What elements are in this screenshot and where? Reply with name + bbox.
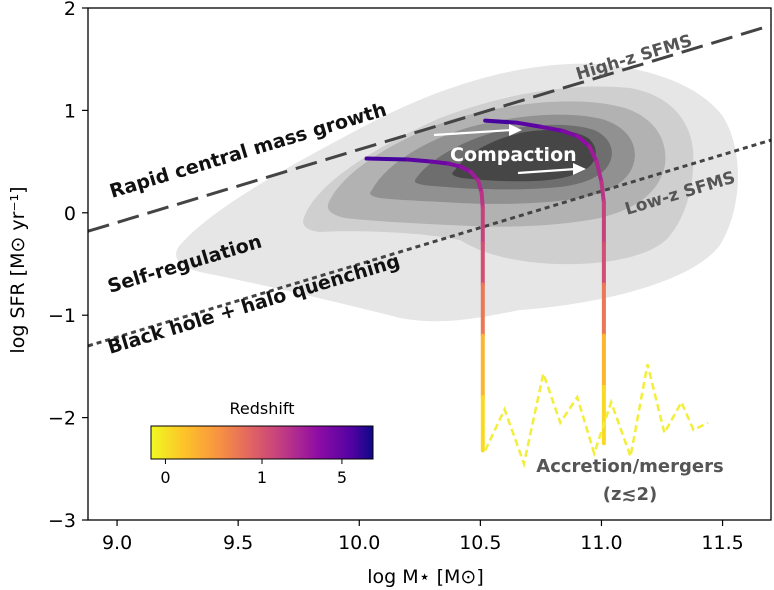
line-accretion-mergers	[484, 364, 709, 469]
label-compaction: Compaction	[450, 144, 577, 166]
x-tick-label: 11.0	[580, 532, 622, 554]
y-tick-label: 0	[64, 203, 76, 225]
density-contours	[176, 63, 738, 322]
track-segment	[405, 157, 434, 164]
lines-layer	[88, 23, 771, 469]
colorbar-bar	[150, 425, 374, 460]
track-segment	[587, 144, 599, 164]
y-tick-label: −3	[48, 510, 76, 532]
x-tick-label: 10.0	[338, 532, 380, 554]
track-segment	[599, 180, 606, 205]
track-segment	[575, 134, 592, 149]
plot-frame	[87, 7, 772, 521]
track-segment	[364, 156, 410, 162]
x-tick-label: 10.5	[459, 532, 501, 554]
compaction-arrow-lower	[517, 163, 586, 175]
density-level-6	[452, 130, 596, 182]
axes: 9.0 9.5 10.0 10.5 11.0 11.5 −3 −2 −1 0 1 2 log M⋆ [M…	[7, 0, 744, 588]
arrow-head	[573, 163, 586, 175]
track-track-1	[364, 156, 485, 453]
label-accretion-mergers: Accretion/mergers	[536, 456, 723, 477]
y-tick-label: −1	[48, 305, 76, 327]
track-segment	[538, 124, 565, 133]
compaction-arrow-upper	[433, 124, 522, 137]
colorbar-tick-label: 0	[160, 468, 170, 487]
track-segment	[475, 178, 484, 195]
x-tick-label: 9.0	[102, 532, 132, 554]
track-segment	[479, 190, 485, 210]
y-axis-label: log SFR [M⊙ yr⁻¹]	[7, 186, 29, 353]
line-low-z-sfms	[88, 138, 771, 348]
track-segment	[446, 161, 463, 169]
track-segment	[594, 159, 604, 185]
track-segment	[560, 128, 580, 138]
line-high-z-sfms	[88, 23, 771, 233]
arrow-shaft	[517, 167, 577, 175]
y-tick-label: 2	[64, 0, 76, 20]
colorbar-tick-label: 5	[337, 468, 347, 487]
y-tick-label: −2	[48, 408, 76, 430]
track-track-2	[483, 118, 606, 446]
x-axis-label: log M⋆ [M⊙]	[367, 566, 483, 588]
colorbar: Redshift 0 1 5	[150, 399, 374, 487]
track-segment	[483, 118, 519, 125]
x-tick-label: 11.5	[701, 532, 743, 554]
colorbar-tick-label: 1	[257, 468, 267, 487]
colorbar-label: Redshift	[230, 399, 295, 418]
y-tick-label: 1	[64, 100, 76, 122]
track-segment	[429, 159, 451, 166]
arrow-shaft	[433, 128, 513, 137]
x-tick-label: 9.5	[223, 532, 253, 554]
arrow-head	[509, 124, 522, 136]
label-accretion-redshift: (z≲2)	[603, 484, 658, 505]
track-segment	[514, 120, 543, 129]
